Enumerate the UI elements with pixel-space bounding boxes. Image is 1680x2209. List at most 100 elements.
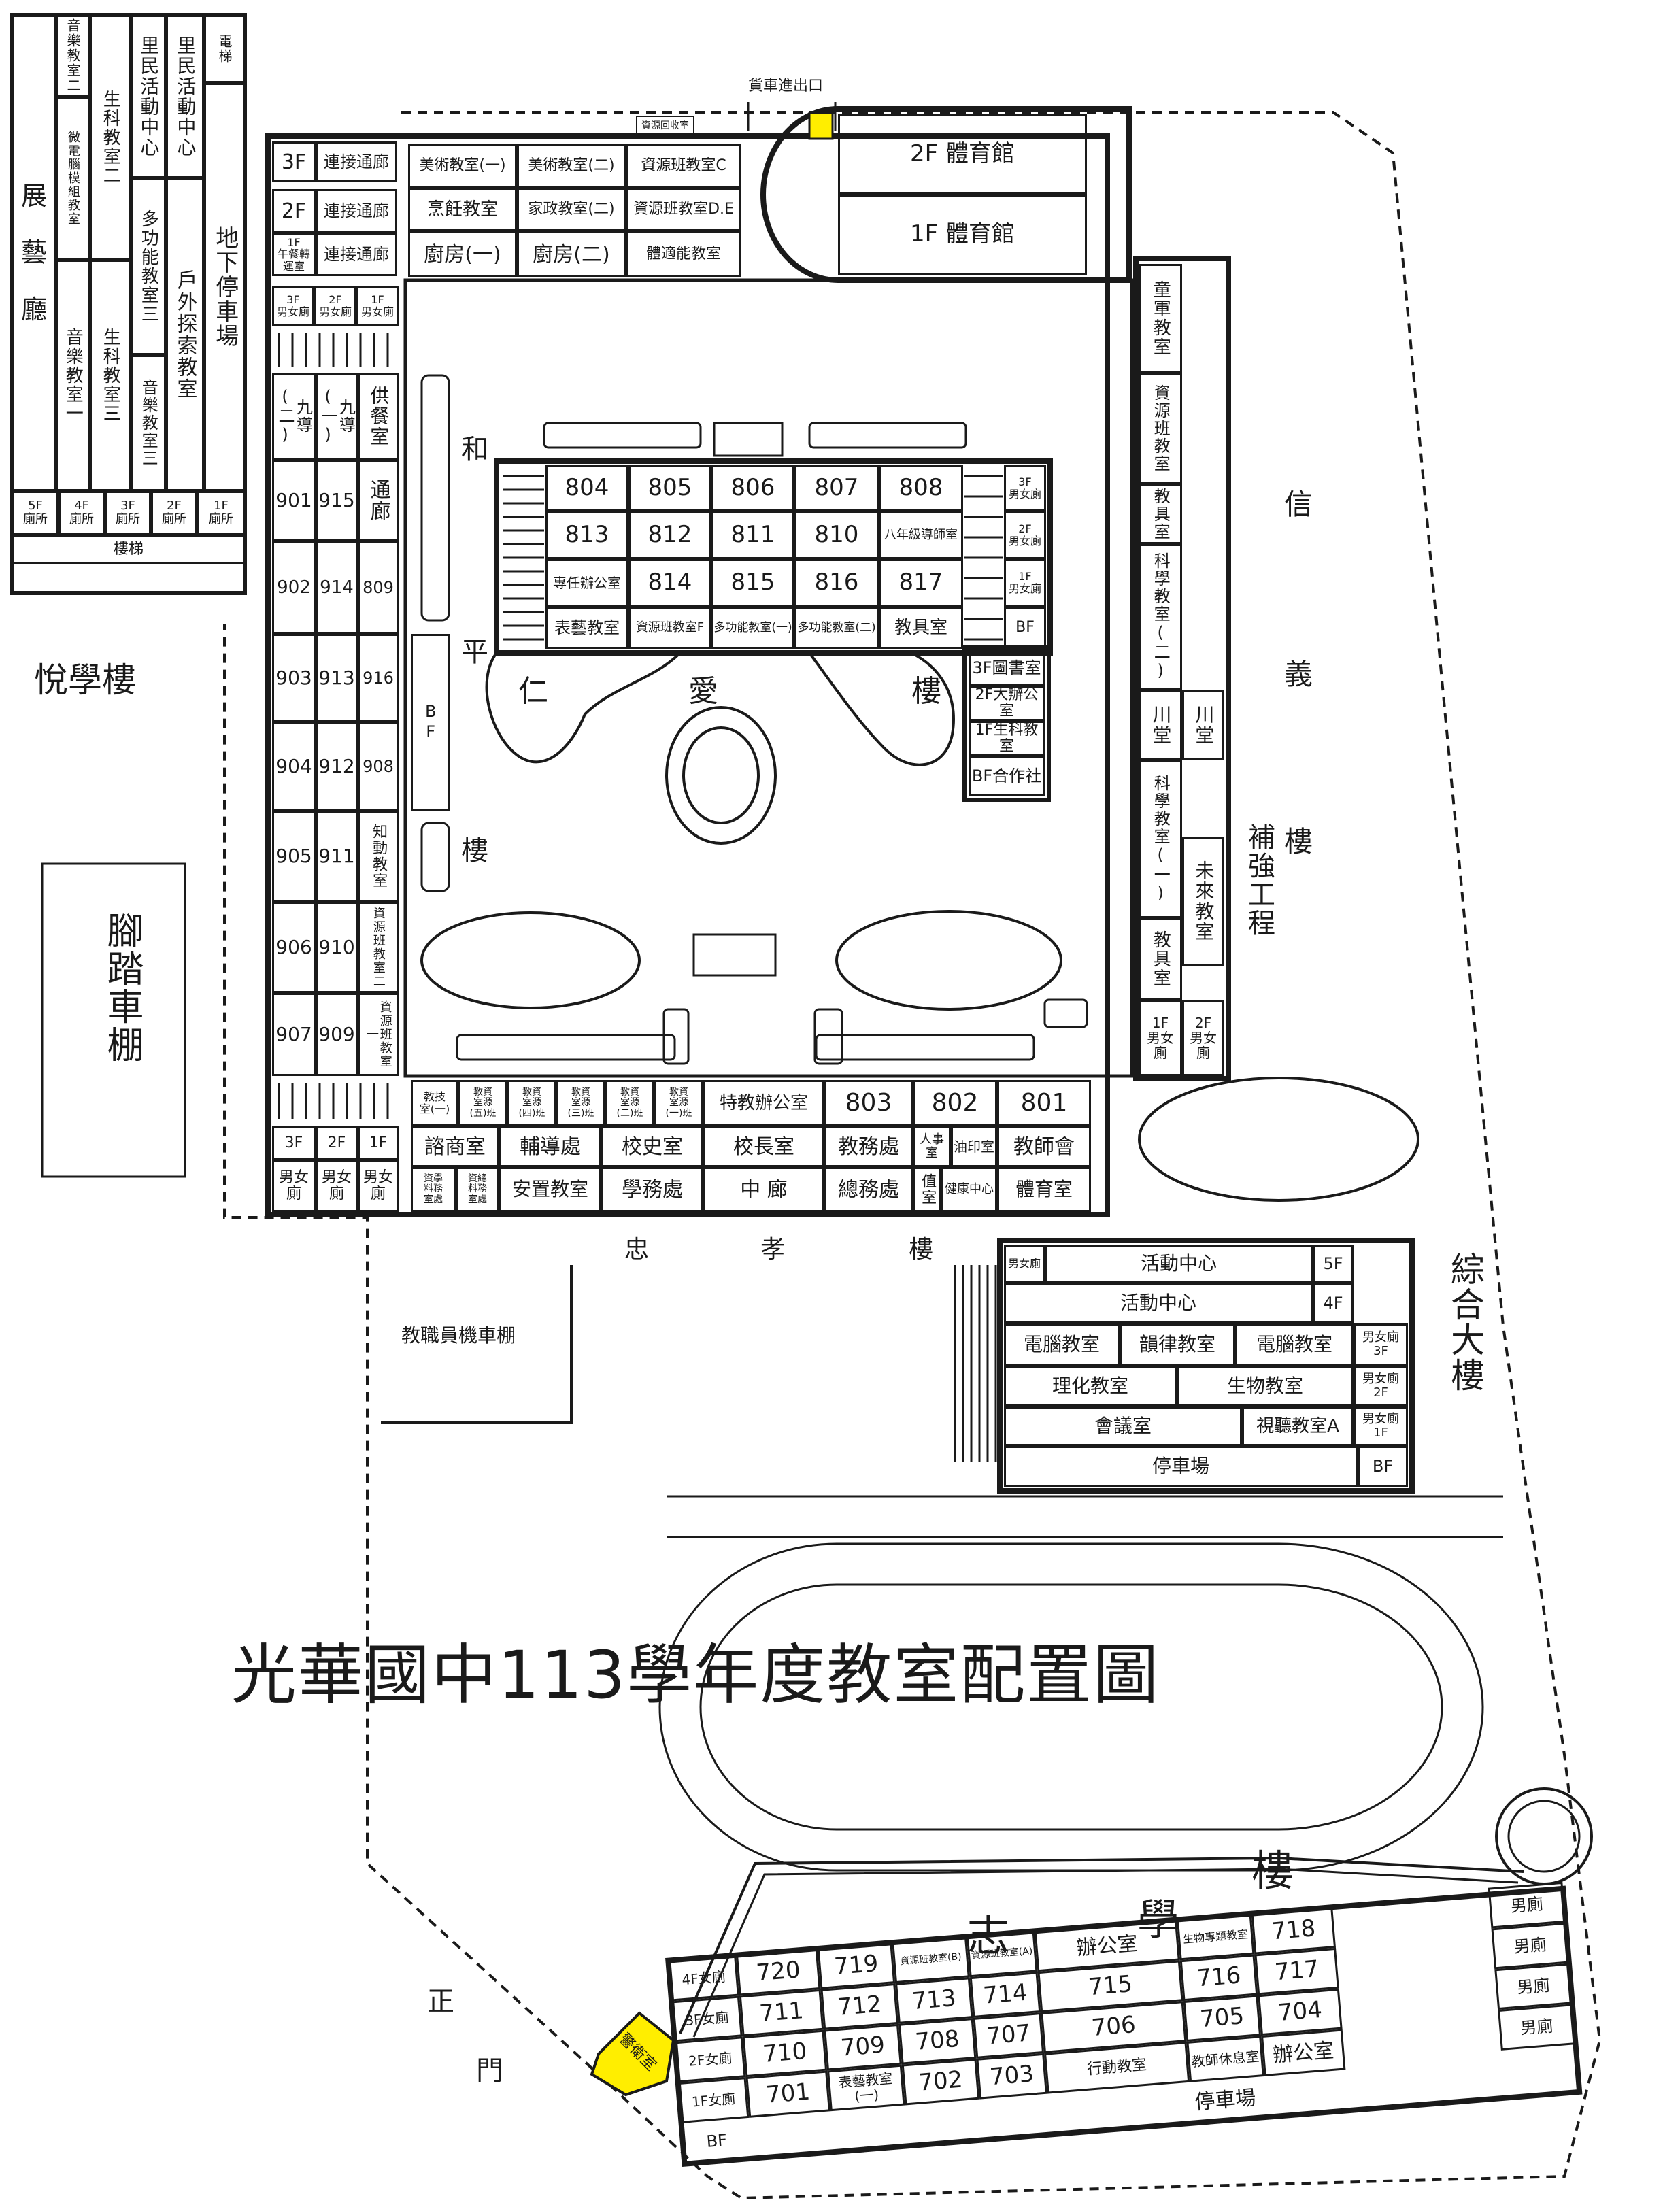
room-p4: BF合作社 xyxy=(969,756,1045,796)
room-c9: 810 xyxy=(794,511,879,559)
zhixue-label-3: 樓 xyxy=(1251,1846,1294,1895)
room-s14: 男女 廁 xyxy=(272,1160,316,1212)
room-e1: 童軍教室 xyxy=(1139,264,1182,373)
room-h8: 2F 男女廁 xyxy=(314,286,356,326)
room-s9: 802 xyxy=(913,1080,997,1126)
room-h22: 904 xyxy=(272,722,316,811)
room-h28: 906 xyxy=(272,902,316,993)
room-r13: 地下停車場 xyxy=(204,83,245,491)
room-c1: 804 xyxy=(545,465,628,511)
staff-moto-shed xyxy=(381,1265,573,1424)
room-g16: 停車場 xyxy=(1004,1446,1358,1487)
room-s1: 教技 室(一) xyxy=(411,1080,458,1126)
room-s25: 資學 料務 室處 xyxy=(411,1167,456,1212)
room-r9: 音樂教室三 xyxy=(131,355,166,491)
room-c18: 多功能教室(一) xyxy=(711,607,794,649)
room-s6: 教資 室源 (一)班 xyxy=(654,1080,703,1126)
room-p1: 3F圖書室 xyxy=(969,650,1045,686)
main-gate-label-b: 門 xyxy=(476,2055,503,2087)
main-quad-frame xyxy=(265,133,1110,1217)
buqiang-label: 補強工程 xyxy=(1243,823,1275,937)
room-g17: BF xyxy=(1358,1446,1408,1487)
yuexue-building-label: 悅學樓 xyxy=(34,660,136,700)
xinyi-frame xyxy=(1133,256,1231,1081)
room-s32: 健康中心 xyxy=(941,1167,997,1212)
staff-moto-shed-label: 教職員機車棚 xyxy=(401,1324,516,1347)
room-c23: 1F 男女廁 xyxy=(1004,559,1046,607)
room-c14: 816 xyxy=(794,559,879,607)
room-s21: 教務處 xyxy=(824,1126,913,1167)
room-s12: 2F xyxy=(316,1126,358,1160)
room-s16: 男女 廁 xyxy=(358,1160,399,1212)
room-t1: 美術教室(一) xyxy=(408,144,517,188)
zhixue-room-z14: 717 xyxy=(1254,1947,1339,1995)
room-c10: 八年級導師室 xyxy=(879,511,963,559)
room-t2: 美術教室(二) xyxy=(517,144,626,188)
room-r6: 生科教室三 xyxy=(90,260,131,491)
room-c22: 2F 男女廁 xyxy=(1004,511,1046,559)
bike-shed-frame xyxy=(41,862,186,1178)
freight-highlight xyxy=(808,112,834,140)
room-e3: 教具室 xyxy=(1139,484,1182,544)
round-arena xyxy=(1495,1787,1593,1885)
zhixue-room-z1: 720 xyxy=(736,1949,821,1996)
room-s4: 教資 室源 (三)班 xyxy=(556,1080,605,1126)
room-e9: 教具室 xyxy=(1139,918,1182,1000)
room-s23: 油印室 xyxy=(951,1126,997,1167)
zhixue-room-z25: 703 xyxy=(976,2053,1047,2100)
room-s10: 801 xyxy=(997,1080,1091,1126)
room-h34: BF xyxy=(411,634,450,811)
main-gate-label-a: 正 xyxy=(427,1986,454,2017)
room-c16: 表藝教室 xyxy=(545,607,628,649)
zhixue-frame xyxy=(665,1885,1583,2168)
room-t9: 體適能教室 xyxy=(626,231,741,277)
zhixue-room-z17: 708 xyxy=(898,2018,977,2065)
room-p3: 1F生科教室 xyxy=(969,721,1045,756)
zhixue-right-restroom-1: 男廁 xyxy=(1491,1922,1569,1970)
zhixue-room-z27: 教師休息室 xyxy=(1186,2036,1264,2082)
room-h13: 901 xyxy=(272,460,316,541)
room-t7: 廚房(一) xyxy=(408,231,517,277)
zhixue-room-z11: 714 xyxy=(969,1972,1041,2019)
room-h24: 908 xyxy=(358,722,399,811)
room-s8: 803 xyxy=(824,1080,913,1126)
room-c7: 812 xyxy=(628,511,711,559)
room-e6: 川堂 xyxy=(1182,690,1224,760)
room-g13: 會議室 xyxy=(1004,1406,1242,1446)
room-h4: 連接通廊 xyxy=(316,189,397,233)
room-c17: 資源班教室F xyxy=(628,607,711,649)
room-c2: 805 xyxy=(628,465,711,511)
campus-boundary xyxy=(223,111,1602,2200)
track-inner xyxy=(699,1583,1443,1831)
room-h30: 資源班教室二 xyxy=(358,902,399,993)
room-h14: 915 xyxy=(316,460,358,541)
room-c11: 專任辦公室 xyxy=(545,559,628,607)
room-h2: 連接通廊 xyxy=(316,141,397,182)
room-s2: 教資 室源 (五)班 xyxy=(458,1080,507,1126)
room-h17: 914 xyxy=(316,541,358,634)
room-h12: 供餐室 xyxy=(358,373,399,460)
planters xyxy=(420,374,1088,1065)
room-e4: 科學教室(二) xyxy=(1139,544,1182,690)
room-g4: 活動中心 xyxy=(1004,1283,1313,1323)
zhixue-label-2: 學 xyxy=(1137,1895,1180,1944)
zhixue-room-z3: 資源班教室(B) xyxy=(892,1936,970,1984)
renai-label-1: 仁 xyxy=(518,674,548,709)
zhixue-room-z20: 705 xyxy=(1183,1995,1262,2042)
room-s28: 學務處 xyxy=(601,1167,703,1212)
room-r8: 多功能教室三 xyxy=(131,178,166,355)
xinyi-label-2: 義 xyxy=(1284,658,1313,691)
room-s13: 1F xyxy=(358,1126,399,1160)
room-r11: 戶外探索教室 xyxy=(166,178,204,491)
room-c20: 教具室 xyxy=(879,607,963,649)
zhixue-room-z9: 712 xyxy=(820,1983,898,2030)
room-r18: 1F 廁所 xyxy=(197,491,245,535)
heping-label-1: 和 xyxy=(461,434,488,465)
room-c15: 817 xyxy=(879,559,963,607)
room-c4: 807 xyxy=(794,465,879,511)
zhixue-room-z6: 生物專題教室 xyxy=(1176,1913,1255,1961)
room-c8: 811 xyxy=(711,511,794,559)
room-h29: 910 xyxy=(316,902,358,993)
room-g14: 視聽教室A xyxy=(1242,1406,1354,1446)
room-t8: 廚房(二) xyxy=(517,231,626,277)
